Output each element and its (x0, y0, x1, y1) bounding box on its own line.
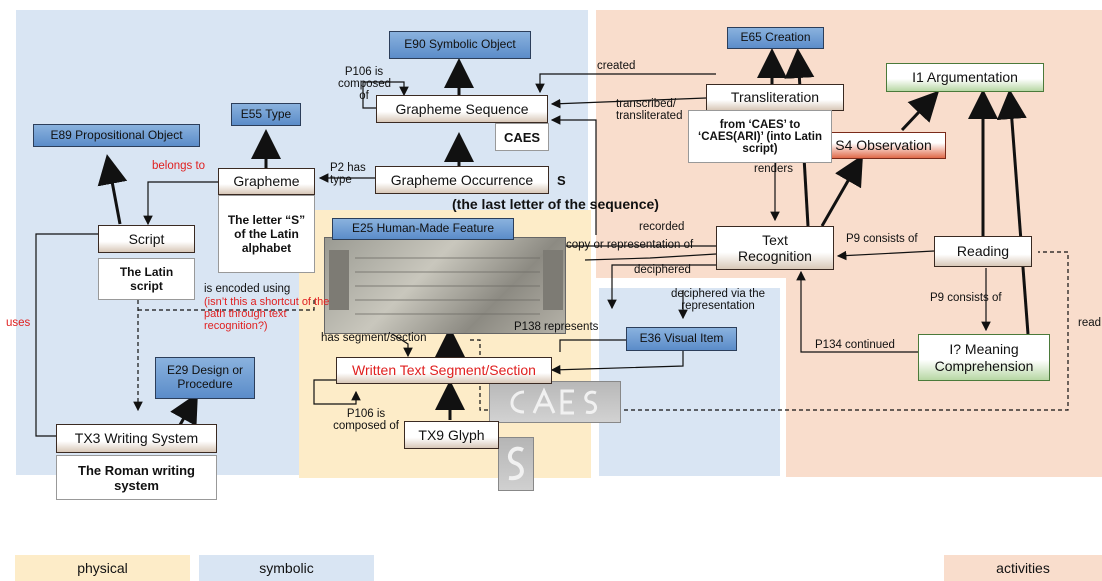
p9-consists-b-label: P9 consists of (930, 292, 1002, 304)
recorded-label: recorded (639, 221, 685, 233)
has-segment-label: has segment/section (321, 332, 427, 344)
written-text-segment-label: Written Text Segment/Section (352, 362, 536, 379)
copy-representation-label: copy or representation of (566, 239, 694, 251)
read-label: read (1078, 317, 1102, 329)
grapheme-sequence-node[interactable]: Grapheme Sequence (376, 95, 548, 123)
roman-writing-system-note: The Roman writing system (56, 455, 217, 500)
p9-consists-a-label: P9 consists of (846, 233, 918, 245)
inscription-texture (329, 250, 563, 315)
p106-bottom-label: P106 is composed of (333, 408, 399, 432)
s-glyph-art (507, 446, 524, 481)
p138-represents-label: P138 represents (514, 321, 599, 333)
s-letter-label: S (557, 173, 566, 188)
e89-node[interactable]: E89 Propositional Object (33, 124, 200, 147)
reading-node[interactable]: Reading (934, 236, 1032, 267)
written-text-segment-node[interactable]: Written Text Segment/Section (336, 357, 552, 384)
grapheme-node[interactable]: Grapheme (218, 168, 315, 195)
e65-node[interactable]: E65 Creation (727, 27, 824, 49)
inscription-photo (324, 237, 566, 334)
transliteration-note: from ‘CAES’ to ‘CAES(ARI)’ (into Latin s… (688, 110, 832, 163)
s4-observation-node[interactable]: S4 Observation (821, 132, 946, 159)
deciphered-via-label: deciphered via the representation (671, 288, 765, 312)
letter-s-note: The letter “S” of the Latin alphabet (218, 195, 315, 273)
is-encoded-using-label: is encoded using (204, 283, 291, 295)
caes-crop (489, 381, 621, 423)
symbolic-region-right (599, 288, 780, 476)
p134-continued-label: P134 continued (815, 339, 895, 351)
legend-physical: physical (15, 555, 190, 581)
transliteration-node[interactable]: Transliteration (706, 84, 844, 111)
e36-node[interactable]: E36 Visual Item (626, 327, 737, 351)
legend-symbolic: symbolic (199, 555, 374, 581)
text-recognition-node[interactable]: Text Recognition (716, 226, 834, 270)
p106-top-label: P106 is composed of (338, 66, 392, 102)
legend-activities: activities (944, 555, 1102, 581)
uses-label: uses (6, 317, 31, 329)
grapheme-occurrence-node[interactable]: Grapheme Occurrence (375, 166, 549, 194)
last-letter-label: (the last letter of the sequence) (452, 196, 659, 212)
caes-glyph-art (510, 387, 597, 415)
deciphered-label: deciphered (634, 264, 691, 276)
e25-node[interactable]: E25 Human-Made Feature (332, 218, 514, 240)
script-node[interactable]: Script (98, 225, 195, 253)
i1-node[interactable]: I1 Argumentation (886, 63, 1044, 92)
renders-label: renders (754, 163, 793, 175)
meaning-comprehension-node[interactable]: I? Meaning Comprehension (918, 334, 1050, 381)
tx3-writing-system-node[interactable]: TX3 Writing System (56, 424, 217, 453)
e90-node[interactable]: E90 Symbolic Object (389, 31, 531, 59)
created-label: created (597, 60, 636, 72)
s-glyph-crop (498, 437, 534, 491)
transcribed-label: transcribed/ transliterated (616, 98, 683, 122)
shortcut-question-label: (isn’t this a shortcut of the path throu… (204, 296, 330, 332)
belongs-to-label: belongs to (152, 160, 206, 172)
tx9-glyph-node[interactable]: TX9 Glyph (404, 421, 499, 449)
e55-node[interactable]: E55 Type (231, 103, 301, 126)
caes-note: CAES (495, 123, 549, 151)
e29-node[interactable]: E29 Design or Procedure (155, 357, 255, 399)
latin-script-note: The Latin script (98, 258, 195, 300)
p2-has-type-label: P2 has type (330, 162, 366, 186)
